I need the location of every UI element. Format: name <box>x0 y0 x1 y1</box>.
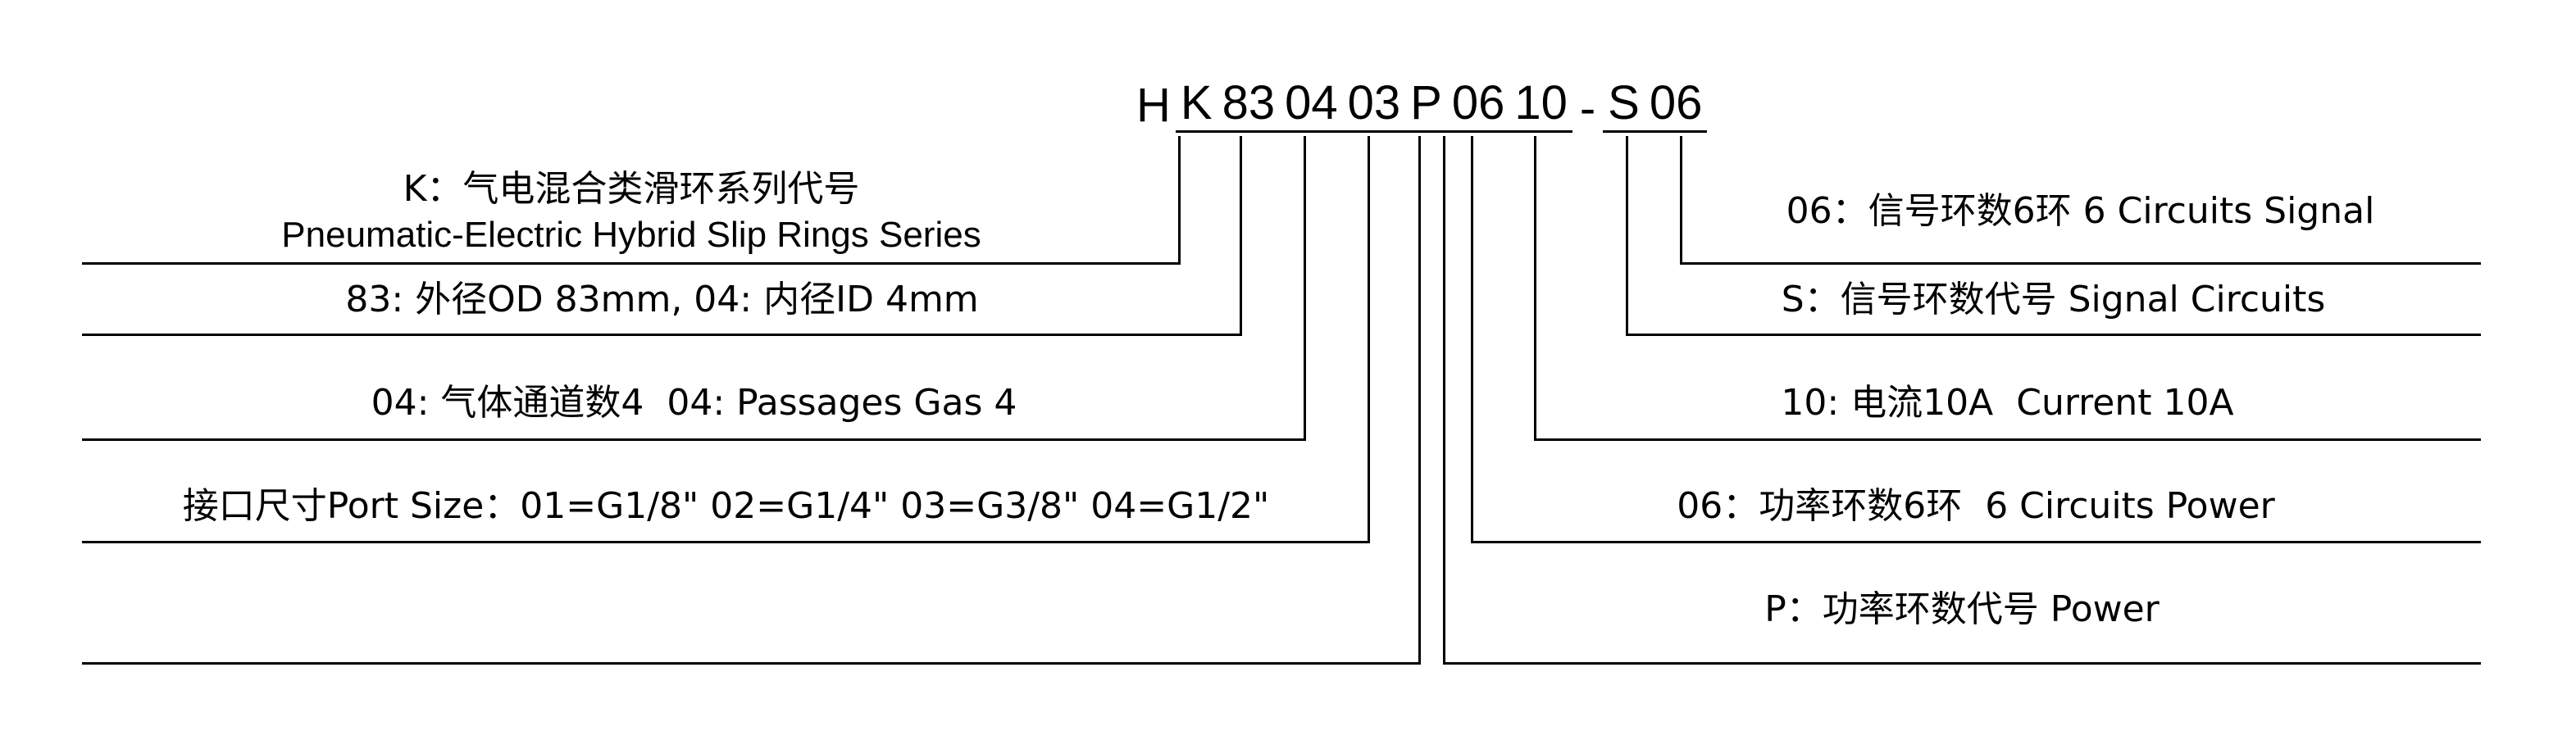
leader-hline-signal-count <box>1680 262 2481 265</box>
leader-hline-series <box>82 262 1181 265</box>
leader-vline-gas <box>1304 136 1306 438</box>
part-segment-dash: - <box>1579 82 1596 135</box>
label-signal-circuits-count: 06：信号环数6环 6 Circuits Signal <box>1786 190 2375 232</box>
part-segment-current: 10 <box>1509 79 1572 133</box>
part-segment-port-size: 03 <box>1342 79 1406 133</box>
leader-vline-power-count <box>1471 136 1473 541</box>
leader-hline-power-code <box>1443 662 2481 665</box>
leader-hline-port <box>82 541 1370 543</box>
part-number-string: H K 83 04 03 P 06 10 - S 06 <box>1131 79 1708 135</box>
leader-vline-current <box>1534 136 1536 438</box>
leader-vline-signal-count <box>1680 136 1682 262</box>
leader-hline-gas <box>82 438 1306 441</box>
label-power-circuits-count: 06：功率环数6环 6 Circuits Power <box>1677 485 2275 527</box>
leader-hline-current <box>1534 438 2481 441</box>
label-series-code-cn: K：气电混合类滑环系列代号 <box>403 168 860 210</box>
leader-vline-diameter <box>1240 136 1242 334</box>
part-segment-h: H <box>1136 79 1171 132</box>
part-segment-s: S <box>1603 79 1645 133</box>
leader-vline-port <box>1368 136 1370 541</box>
leader-vline-signal-code <box>1626 136 1628 334</box>
label-series-code-en: Pneumatic-Electric Hybrid Slip Rings Ser… <box>281 215 981 255</box>
label-signal-circuits-code: S：信号环数代号 Signal Circuits <box>1781 279 2326 320</box>
part-segment-signal-circuits: 06 <box>1644 79 1708 133</box>
part-segment-power-circuits: 06 <box>1446 79 1510 133</box>
leader-hline-diameter <box>82 334 1242 336</box>
leader-vline-series <box>1178 136 1181 262</box>
leader-vline-left-bottom <box>1418 136 1421 662</box>
part-segment-p: P <box>1405 79 1447 133</box>
leader-hline-left-bottom <box>82 662 1421 665</box>
label-diameter: 83: 外径OD 83mm, 04: 内径ID 4mm <box>345 279 979 320</box>
label-current: 10: 电流10A Current 10A <box>1781 382 2234 424</box>
leader-hline-power-count <box>1471 541 2481 543</box>
part-segment-od-id: 83 <box>1217 79 1281 133</box>
leader-vline-power-code <box>1443 136 1445 662</box>
part-segment-k: K <box>1175 79 1217 133</box>
part-segment-gas-passages: 04 <box>1280 79 1343 133</box>
label-port-size: 接口尺寸Port Size：01=G1/8" 02=G1/4" 03=G3/8"… <box>182 485 1270 527</box>
leader-hline-signal-code <box>1626 334 2481 336</box>
label-power-circuits-code: P：功率环数代号 Power <box>1764 588 2160 630</box>
label-gas-passages: 04: 气体通道数4 04: Passages Gas 4 <box>371 382 1017 424</box>
